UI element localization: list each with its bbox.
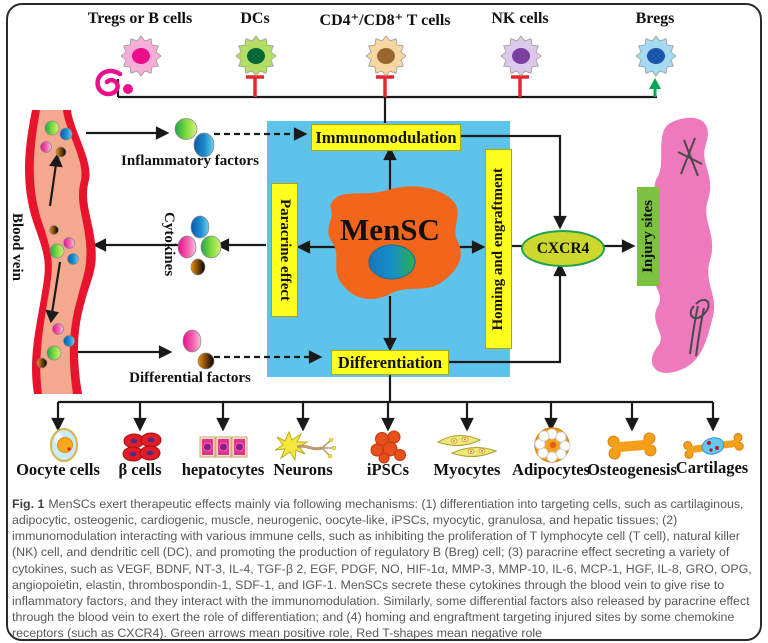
inflammatory-factors-icon <box>174 118 215 158</box>
neurons-label: Neurons <box>273 460 333 479</box>
neuron-icon <box>274 430 337 462</box>
paracrine-effect-box: Paracrine effect <box>271 183 298 317</box>
dcs-label: DCs <box>240 10 270 27</box>
cartilages-label: Cartilages <box>675 458 749 477</box>
figure-caption-number: Fig. 1 <box>12 497 45 511</box>
bone-icon <box>607 432 657 460</box>
oocyte-icon <box>50 428 78 462</box>
hepatocytes-icon <box>199 436 248 458</box>
cytokines-icon <box>177 215 222 276</box>
hepatocytes-label: hepatocytes <box>181 460 265 479</box>
differentiation-box: Differentiation <box>331 350 449 375</box>
beta-cells-label: β cells <box>118 460 162 479</box>
ipscs-label: iPSCs <box>366 460 410 479</box>
purple-nk-cell-icon <box>497 34 545 78</box>
blood-vein-label: Blood vein <box>9 213 25 281</box>
cytokines-label: Cytokines <box>161 212 177 277</box>
homing-engraftment-box: Homing and engraftment <box>485 149 512 349</box>
figure-border <box>6 3 762 641</box>
adipocytes-label: Adipocytes <box>512 460 590 479</box>
bregs-label: Bregs <box>635 10 675 27</box>
injury-sites-box: Injury sites <box>637 187 660 286</box>
nk-cells-label: NK cells <box>491 10 549 27</box>
blue-breg-cell-icon <box>632 34 680 78</box>
osteogenesis-label: Osteogenesis <box>587 460 677 479</box>
mensc-cell-icon: MenSC <box>328 186 461 299</box>
injury-tissue-icon <box>651 117 715 373</box>
green-dendritic-cell-icon <box>232 34 280 78</box>
inflammatory-factors-label: Inflammatory factors <box>121 153 259 169</box>
oocyte-cells-label: Oocyte cells <box>16 460 100 479</box>
tan-tcell-icon <box>362 34 410 78</box>
injury-scratches-icon <box>677 137 710 357</box>
myocyte-spindles-icon <box>436 435 498 457</box>
blood-vein-icon <box>25 110 96 394</box>
immunomodulation-box: Immunomodulation <box>311 124 461 151</box>
tregs-b-cells-label: Tregs or B cells <box>87 10 193 27</box>
cd4-cd8-tcells-label: CD4⁺/CD8⁺ T cells <box>319 12 451 29</box>
adipocyte-icon <box>534 427 571 463</box>
figure-caption-text: MenSCs exert therapeutic effects mainly … <box>12 497 752 640</box>
cartilage-bone-icon <box>683 432 744 459</box>
myocytes-label: Myocytes <box>433 460 501 479</box>
differential-factors-label: Differential factors <box>129 370 251 386</box>
cxcr4-node: CXCR4 <box>521 230 605 267</box>
secretion-curl-icon <box>95 68 133 97</box>
differential-factors-icon <box>182 329 215 370</box>
beta-cells-icon <box>122 432 162 462</box>
ipsc-cluster-icon <box>370 430 406 464</box>
mensc-label: MenSC <box>340 212 440 247</box>
